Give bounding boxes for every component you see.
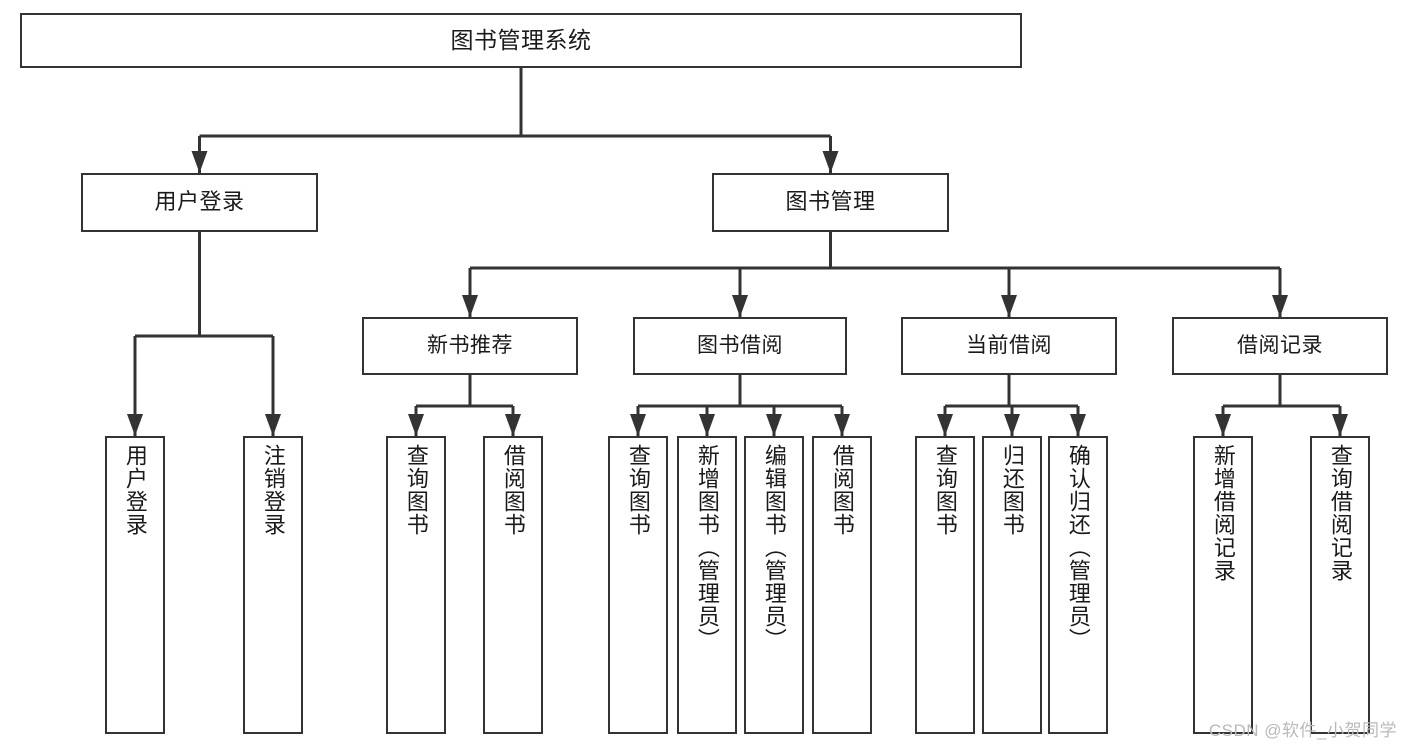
node-label: 用户登录 — [154, 189, 245, 215]
arrow-head-leaf-4 — [505, 414, 521, 436]
node-label: 当前借阅 — [966, 334, 1052, 358]
node-leaf-6[interactable]: 新增图书（管理员） — [677, 436, 737, 734]
node-label: 借阅图书 — [829, 444, 855, 536]
node-leaf-12[interactable]: 新增借阅记录 — [1193, 436, 1253, 734]
node-leaf-7[interactable]: 编辑图书（管理员） — [744, 436, 804, 734]
node-leaf-13[interactable]: 查询借阅记录 — [1310, 436, 1370, 734]
node-label: 编辑图书（管理员） — [761, 444, 787, 651]
watermark: CSDN @软件_小贺同学 — [1208, 721, 1397, 740]
node-login[interactable]: 用户登录 — [81, 173, 318, 232]
arrow-head-newrec — [462, 295, 478, 317]
node-root[interactable]: 图书管理系统 — [20, 13, 1022, 68]
node-current[interactable]: 当前借阅 — [901, 317, 1117, 375]
node-label: 新增图书（管理员） — [694, 444, 720, 651]
node-borrow[interactable]: 图书借阅 — [633, 317, 847, 375]
node-label: 借阅图书 — [500, 444, 526, 536]
node-leaf-11[interactable]: 确认归还（管理员） — [1048, 436, 1108, 734]
arrow-head-leaf-5 — [630, 414, 646, 436]
arrow-head-current — [1001, 295, 1017, 317]
arrow-head-borrow — [732, 295, 748, 317]
node-label: 图书管理系统 — [450, 26, 592, 53]
node-label: 查询借阅记录 — [1327, 444, 1353, 582]
node-label: 借阅记录 — [1237, 334, 1323, 358]
arrow-head-records — [1272, 295, 1288, 317]
arrow-head-leaf-12 — [1215, 414, 1231, 436]
node-leaf-9[interactable]: 查询图书 — [915, 436, 975, 734]
arrow-head-leaf-10 — [1004, 414, 1020, 436]
arrow-head-leaf-9 — [937, 414, 953, 436]
node-newrec[interactable]: 新书推荐 — [362, 317, 578, 375]
node-label: 新书推荐 — [427, 334, 513, 358]
arrow-head-leaf-3 — [408, 414, 424, 436]
node-leaf-10[interactable]: 归还图书 — [982, 436, 1042, 734]
node-label: 新增借阅记录 — [1210, 444, 1236, 582]
arrow-head-bookmgmt — [822, 151, 839, 173]
node-leaf-2[interactable]: 注销登录 — [243, 436, 303, 734]
node-label: 注销登录 — [260, 444, 286, 536]
node-bookmgmt[interactable]: 图书管理 — [712, 173, 949, 232]
arrow-head-leaf-2 — [265, 414, 281, 436]
arrow-head-leaf-8 — [834, 414, 850, 436]
node-label: 图书借阅 — [697, 334, 783, 358]
node-records[interactable]: 借阅记录 — [1172, 317, 1388, 375]
node-leaf-3[interactable]: 查询图书 — [386, 436, 446, 734]
node-leaf-8[interactable]: 借阅图书 — [812, 436, 872, 734]
node-label: 用户登录 — [122, 444, 148, 536]
node-label: 归还图书 — [999, 444, 1025, 536]
arrow-head-leaf-13 — [1332, 414, 1348, 436]
node-label: 确认归还（管理员） — [1065, 444, 1091, 651]
node-label: 图书管理 — [785, 189, 876, 215]
arrow-head-leaf-1 — [127, 414, 143, 436]
node-label: 查询图书 — [403, 444, 429, 536]
node-label: 查询图书 — [932, 444, 958, 536]
node-leaf-5[interactable]: 查询图书 — [608, 436, 668, 734]
node-label: 查询图书 — [625, 444, 651, 536]
node-leaf-1[interactable]: 用户登录 — [105, 436, 165, 734]
arrow-head-leaf-6 — [699, 414, 715, 436]
node-leaf-4[interactable]: 借阅图书 — [483, 436, 543, 734]
arrow-head-login — [191, 151, 208, 173]
arrow-head-leaf-7 — [766, 414, 782, 436]
arrow-head-leaf-11 — [1070, 414, 1086, 436]
